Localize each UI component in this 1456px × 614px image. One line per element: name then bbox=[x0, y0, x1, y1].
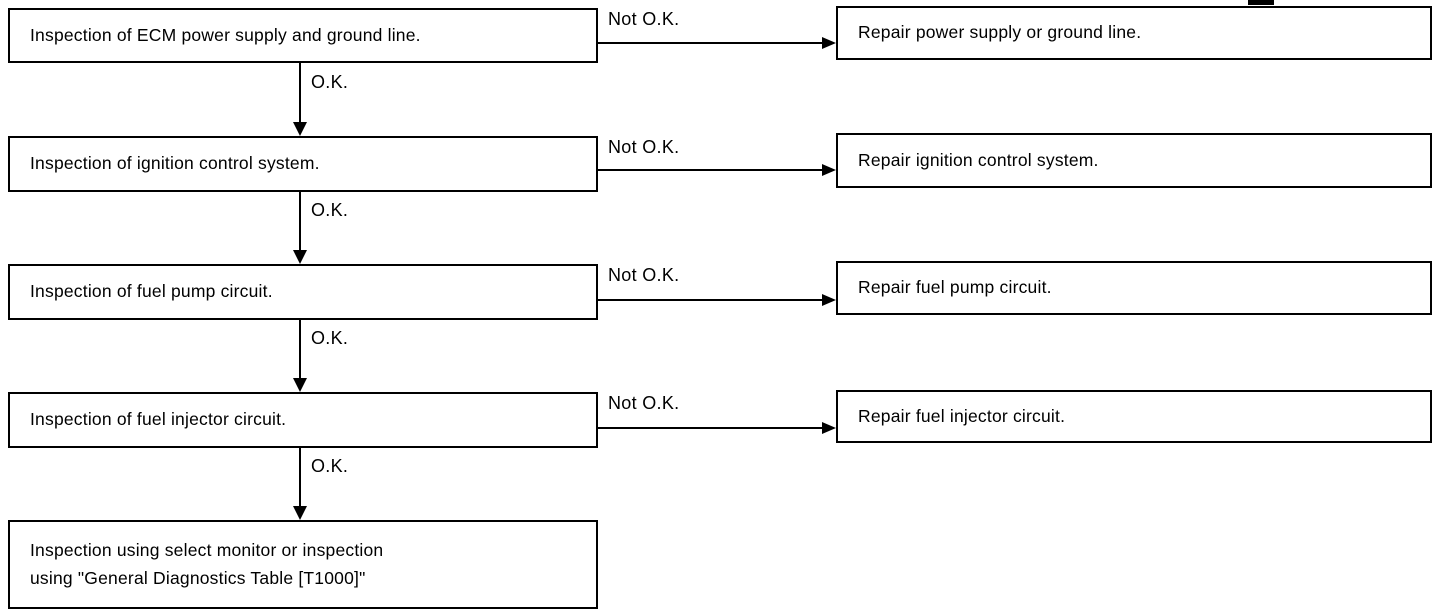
arrowhead-down-icon-1 bbox=[293, 122, 307, 136]
repair-box-fuel-pump: Repair fuel pump circuit. bbox=[836, 261, 1432, 315]
repair-box-ignition-control: Repair ignition control system. bbox=[836, 133, 1432, 188]
ok-connector-line-2 bbox=[299, 192, 301, 252]
step-label: Inspection of fuel pump circuit. bbox=[30, 281, 273, 302]
arrowhead-down-icon-2 bbox=[293, 250, 307, 264]
arrowhead-right-icon-4 bbox=[822, 422, 836, 434]
step-label: Inspection of ECM power supply and groun… bbox=[30, 24, 421, 45]
ok-label-3: O.K. bbox=[311, 328, 349, 348]
step-box-select-monitor: Inspection using select monitor or inspe… bbox=[8, 520, 598, 609]
arrowhead-down-icon-4 bbox=[293, 506, 307, 520]
not-ok-connector-line-3 bbox=[598, 299, 824, 301]
not-ok-label-4: Not O.K. bbox=[608, 393, 680, 413]
step-label: Inspection of ignition control system. bbox=[30, 153, 320, 174]
repair-box-fuel-injector: Repair fuel injector circuit. bbox=[836, 390, 1432, 443]
step-box-fuel-pump: Inspection of fuel pump circuit. bbox=[8, 264, 598, 320]
not-ok-label-3: Not O.K. bbox=[608, 265, 680, 285]
scan-artifact bbox=[1248, 0, 1274, 5]
step-label: Inspection of fuel injector circuit. bbox=[30, 409, 287, 430]
repair-box-power-supply: Repair power supply or ground line. bbox=[836, 6, 1432, 60]
not-ok-connector-line-2 bbox=[598, 169, 824, 171]
repair-label: Repair ignition control system. bbox=[858, 149, 1099, 170]
ok-label-4: O.K. bbox=[311, 456, 349, 476]
arrowhead-down-icon-3 bbox=[293, 378, 307, 392]
ok-connector-line-3 bbox=[299, 320, 301, 380]
step-box-ecm-power-supply: Inspection of ECM power supply and groun… bbox=[8, 8, 598, 63]
not-ok-connector-line-4 bbox=[598, 427, 824, 429]
arrowhead-right-icon-1 bbox=[822, 37, 836, 49]
arrowhead-right-icon-2 bbox=[822, 164, 836, 176]
ok-label-1: O.K. bbox=[311, 72, 349, 92]
not-ok-label-1: Not O.K. bbox=[608, 9, 680, 29]
step-label: Inspection using select monitor or inspe… bbox=[30, 540, 384, 588]
repair-label: Repair fuel injector circuit. bbox=[858, 405, 1066, 426]
step-box-ignition-control: Inspection of ignition control system. bbox=[8, 136, 598, 192]
ok-connector-line-1 bbox=[299, 63, 301, 124]
arrowhead-right-icon-3 bbox=[822, 294, 836, 306]
ok-connector-line-4 bbox=[299, 448, 301, 508]
ok-label-2: O.K. bbox=[311, 200, 349, 220]
repair-label: Repair power supply or ground line. bbox=[858, 22, 1142, 43]
not-ok-connector-line-1 bbox=[598, 42, 824, 44]
step-box-fuel-injector: Inspection of fuel injector circuit. bbox=[8, 392, 598, 448]
not-ok-label-2: Not O.K. bbox=[608, 137, 680, 157]
repair-label: Repair fuel pump circuit. bbox=[858, 277, 1052, 298]
